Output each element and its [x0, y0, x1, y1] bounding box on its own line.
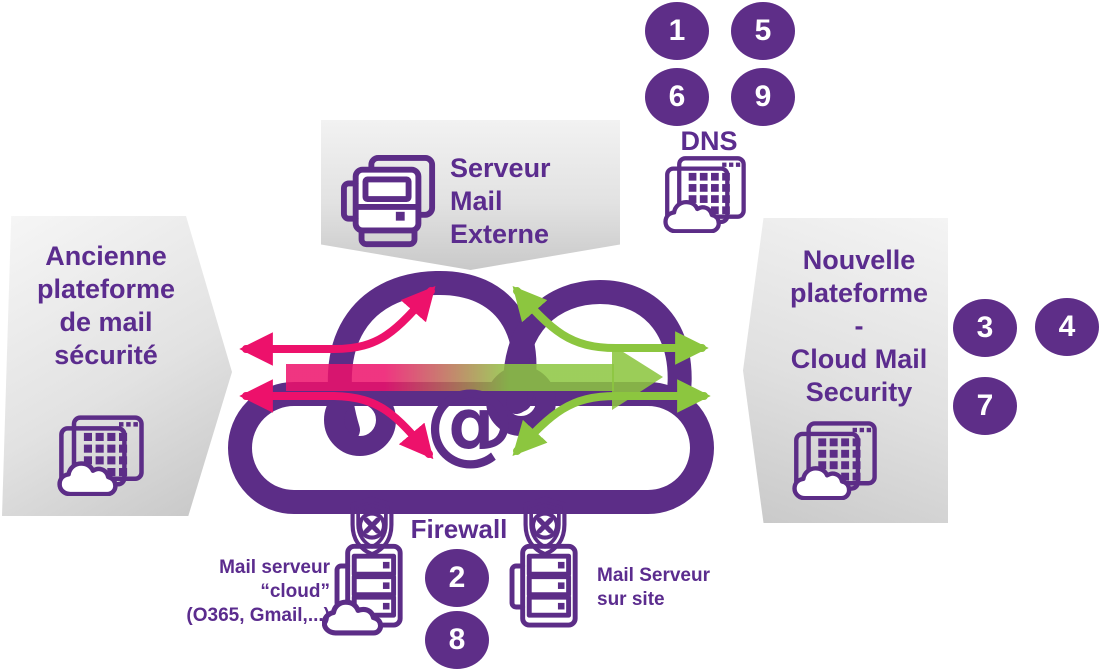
new-platform-label: Nouvelle plateforme - Cloud Mail Securit… — [770, 244, 948, 409]
external-mail-server-icon — [344, 158, 432, 244]
cloud-mail-server-label: Mail serveur “cloud” (O365, Gmail,...) — [178, 556, 330, 628]
new-platform-icon — [795, 423, 875, 498]
cloud-puff-icon — [324, 602, 380, 633]
dns-cloud-grid-icon — [666, 158, 744, 231]
label-line: sur site — [597, 589, 665, 610]
at-symbol: @ — [425, 370, 515, 475]
step-circle-4: 4 — [1035, 298, 1099, 356]
step-circle-9: 9 — [731, 68, 795, 126]
old-platform-panel — [2, 216, 232, 516]
step-circle-2: 2 — [425, 549, 489, 607]
step-circle-3: 3 — [953, 299, 1017, 357]
label-line: Ancienne — [45, 241, 167, 271]
label-line: Security — [805, 377, 913, 407]
dns-label: DNS — [680, 126, 738, 156]
label-line: plateforme — [36, 274, 176, 304]
old-platform-icon — [60, 418, 142, 495]
label-line: Externe — [450, 219, 550, 249]
label-line: “cloud” — [260, 581, 330, 602]
step-circle-5: 5 — [731, 2, 795, 60]
new-flow-arrows — [512, 285, 711, 456]
step-circle-6: 6 — [645, 68, 709, 126]
onsite-mail-server-icon — [512, 546, 575, 625]
label-line: (O365, Gmail,...) — [186, 605, 330, 626]
label-line: Cloud Mail — [790, 344, 928, 374]
label-line: Nouvelle — [802, 245, 916, 275]
label-line: Serveur — [450, 153, 551, 183]
label-line: - — [854, 311, 864, 341]
step-circle-8: 8 — [425, 611, 489, 669]
step-circle-1: 1 — [645, 2, 709, 60]
label-line: sécurité — [54, 340, 158, 370]
old-flow-arrows — [239, 285, 436, 460]
external-mail-server-label: Serveur Mail Externe — [450, 152, 590, 251]
onsite-mail-server-label: Mail Serveur sur site — [597, 564, 747, 612]
label-line: Mail serveur — [219, 557, 330, 578]
step-circle-7: 7 — [953, 377, 1017, 435]
label-line: plateforme — [789, 278, 929, 308]
old-platform-label: Ancienne plateforme de mail sécurité — [8, 240, 204, 372]
label-line: Mail Serveur — [597, 565, 710, 586]
new-platform-panel — [743, 218, 948, 523]
label-line: de mail — [59, 307, 153, 337]
label-line: Mail — [450, 186, 503, 216]
firewall-label: Firewall — [410, 514, 508, 544]
